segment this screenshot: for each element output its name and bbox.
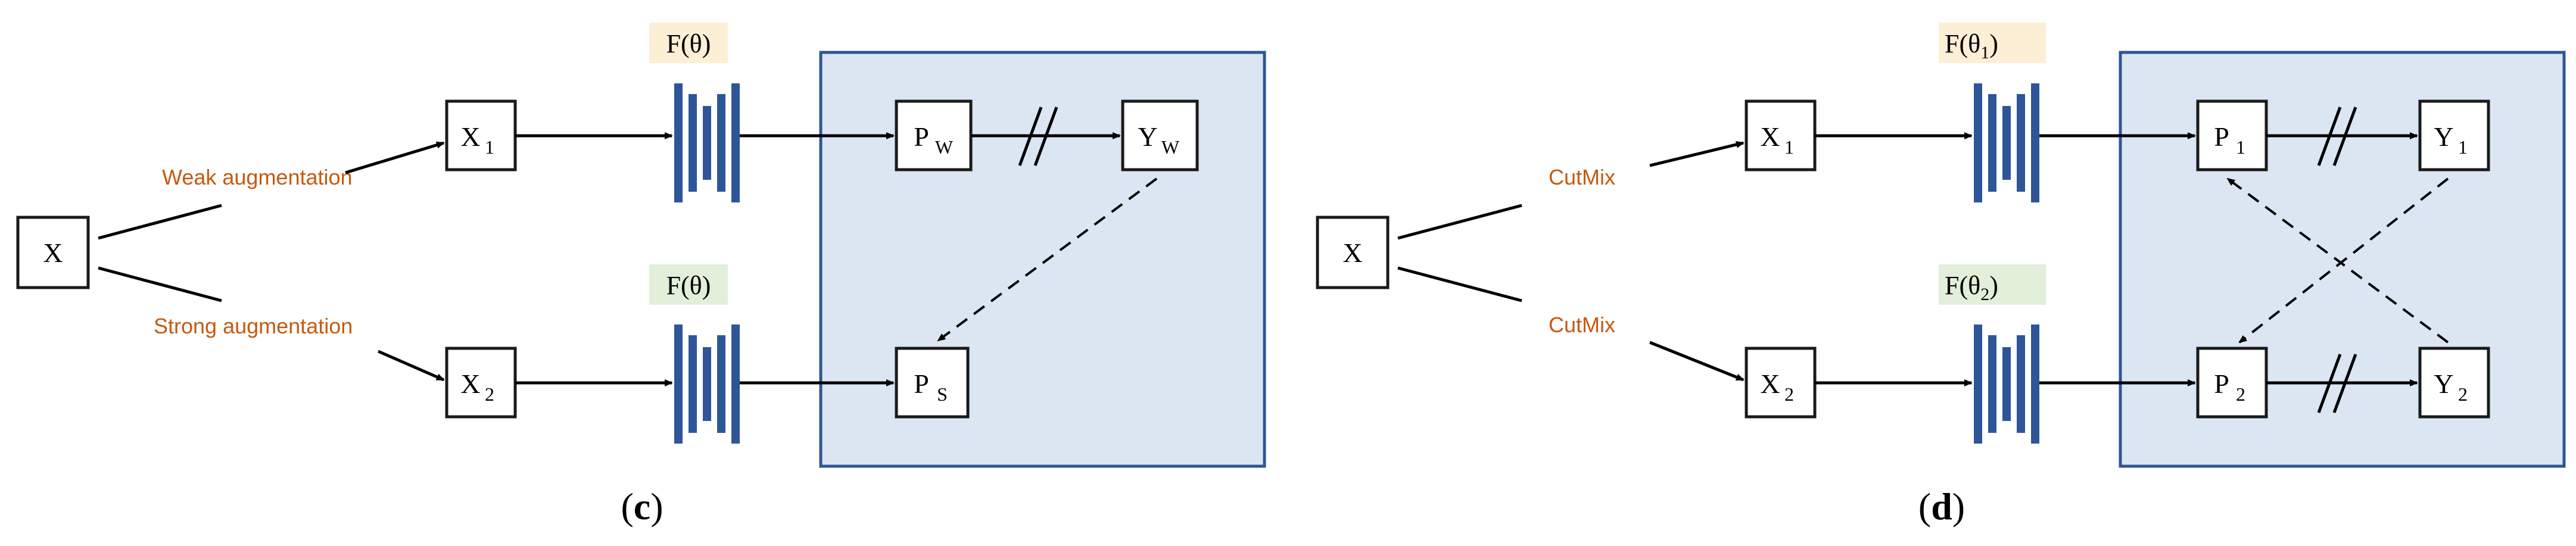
panel-c-model-bottom-bar (689, 335, 697, 433)
panel-d-stop-gradient-slash-top (2332, 107, 2357, 166)
panel-c-dashed-arrow-yw-to-ps (937, 177, 1158, 342)
panel-d-p2-node: P 2 (2196, 347, 2268, 419)
panel-c-model-bottom-bar (717, 335, 725, 433)
panel-d-y1-node: Y 1 (2418, 99, 2490, 171)
panel-d-model-bottom-bar (1988, 335, 1996, 433)
panel-d-y2-main: Y (2434, 369, 2453, 399)
panel-c-model-top-bar (689, 94, 697, 192)
panel-c-x2-node: X 2 (445, 347, 517, 419)
panel-c-model-top-bar (731, 83, 740, 202)
panel-c-model-top-bar (703, 106, 711, 180)
panel-c-x2-main: X (460, 369, 480, 399)
panel-d-caption: (d) (1918, 485, 1965, 528)
panel-d-model-bottom: F(θ2) (1939, 264, 2046, 444)
panel-d-p1-main: P (2214, 121, 2229, 152)
panel-d-x2-main: X (1760, 369, 1780, 399)
panel-c-input-node: X (16, 216, 90, 289)
panel-c-model-top-bar (717, 94, 725, 192)
panel-d-stop-gradient-slash-bottom (2332, 354, 2357, 413)
panel-d-model-top-bar (1974, 83, 1982, 202)
panel-d-x2-node: X 2 (1745, 347, 1817, 419)
panel-d: X CutMix CutMix X 1 X 2 F(θ1) (1316, 23, 2566, 528)
panel-d-y1-main: Y (2434, 121, 2453, 152)
panel-d-model-bottom-label: F(θ2) (1945, 271, 1998, 304)
panel-d-model-top-bar (2017, 94, 2025, 192)
panel-d-split-line-top (1397, 204, 1522, 240)
panel-c-ps-sub: S (937, 383, 948, 405)
panel-d-dashed-arrow-y1-to-p2 (2238, 177, 2449, 344)
panel-d-dashed-arrow-y2-to-p1 (2226, 177, 2449, 344)
panel-d-x1-sub: 1 (1784, 136, 1794, 158)
panel-c-split-line-top (98, 204, 222, 240)
panel-c-model-bottom-bar (703, 347, 711, 421)
panel-d-model-top: F(θ1) (1939, 23, 2046, 202)
panel-c-model-bottom-bar (674, 325, 683, 444)
panel-c-split-line-bottom (98, 266, 222, 302)
panel-d-y2-node: Y 2 (2418, 347, 2490, 419)
panel-c-yw-sub: W (1161, 136, 1180, 158)
panel-c-caption: (c) (621, 485, 663, 528)
panel-c-arrow-to-x2 (378, 350, 445, 382)
panel-c-yw-node: Y W (1121, 99, 1199, 171)
panel-c: X Weak augmentation Strong augmentation … (16, 23, 1266, 528)
panel-c-model-top: F(θ) (649, 23, 740, 202)
panel-d-stop-gradient-slash-bottom (2317, 354, 2342, 413)
panel-d-model-top-bar (1988, 94, 1996, 192)
panel-d-split-line-bottom (1397, 266, 1522, 302)
panel-d-model-bottom-bar (2017, 335, 2025, 433)
panel-d-model-bottom-bar (2031, 325, 2039, 444)
panel-d-arrow-to-x2 (1649, 341, 1745, 382)
panel-d-stop-gradient-slash-top (2317, 107, 2342, 166)
panel-c-pw-sub: W (935, 136, 954, 158)
panel-d-y2-sub: 2 (2458, 383, 2468, 405)
panel-c-model-bottom-label: F(θ) (666, 271, 711, 300)
panel-c-weak-augmentation-label: Weak augmentation (162, 165, 353, 189)
panel-d-p1-sub: 1 (2236, 136, 2245, 158)
panel-d-y1-sub: 1 (2458, 136, 2468, 158)
panel-d-x1-main: X (1760, 121, 1780, 152)
panel-d-x2-sub: 2 (1784, 383, 1794, 405)
panel-c-input-label: X (43, 238, 63, 268)
panel-d-arrow-to-x1 (1649, 141, 1745, 167)
panel-d-p2-sub: 2 (2236, 383, 2245, 405)
panel-c-model-bottom-bar (731, 325, 740, 444)
panel-d-x1-node: X 1 (1745, 99, 1817, 171)
panel-d-p1-node: P 1 (2196, 99, 2268, 171)
panel-c-model-bottom-label-bg (649, 264, 728, 305)
panel-d-model-top-bar (2031, 83, 2039, 202)
panel-d-cutmix-top-label: CutMix (1549, 165, 1615, 189)
panel-d-model-bottom-label-bg (1939, 264, 2046, 305)
panel-c-x1-main: X (460, 121, 480, 152)
panel-d-input-node: X (1316, 216, 1390, 289)
panel-c-x1-node: X 1 (445, 99, 517, 171)
panel-d-model-bottom-bar (1974, 325, 1982, 444)
panel-c-stop-gradient-slash (1033, 107, 1058, 166)
panel-d-cutmix-bottom-label: CutMix (1549, 313, 1615, 337)
panel-c-model-bottom: F(θ) (649, 264, 740, 444)
panel-d-input-label: X (1342, 238, 1362, 268)
panel-c-pw-main: P (914, 121, 929, 152)
panel-c-stop-gradient-slash (1018, 107, 1043, 166)
panel-c-pw-node: P W (895, 99, 973, 171)
panel-c-ps-node: P S (895, 347, 970, 419)
panel-c-strong-augmentation-label: Strong augmentation (154, 314, 353, 338)
panel-c-arrow-to-x1 (345, 141, 445, 174)
panel-d-output-region (2119, 51, 2566, 468)
panel-c-model-top-label: F(θ) (666, 29, 711, 58)
panel-c-yw-main: Y (1138, 121, 1157, 152)
panel-c-x1-sub: 1 (485, 136, 494, 158)
panel-c-ps-main: P (914, 369, 929, 399)
panel-d-model-top-label: F(θ1) (1945, 29, 1998, 63)
panel-c-model-top-label-bg (649, 23, 728, 63)
panel-c-x2-sub: 2 (485, 383, 494, 405)
panel-c-model-top-bar (674, 83, 683, 202)
panel-d-model-top-label-bg (1939, 23, 2046, 63)
svg-text:X: X (460, 121, 480, 152)
panel-d-p2-main: P (2214, 369, 2229, 399)
panel-d-model-top-bar (2002, 106, 2011, 180)
panel-d-model-bottom-bar (2002, 347, 2011, 421)
